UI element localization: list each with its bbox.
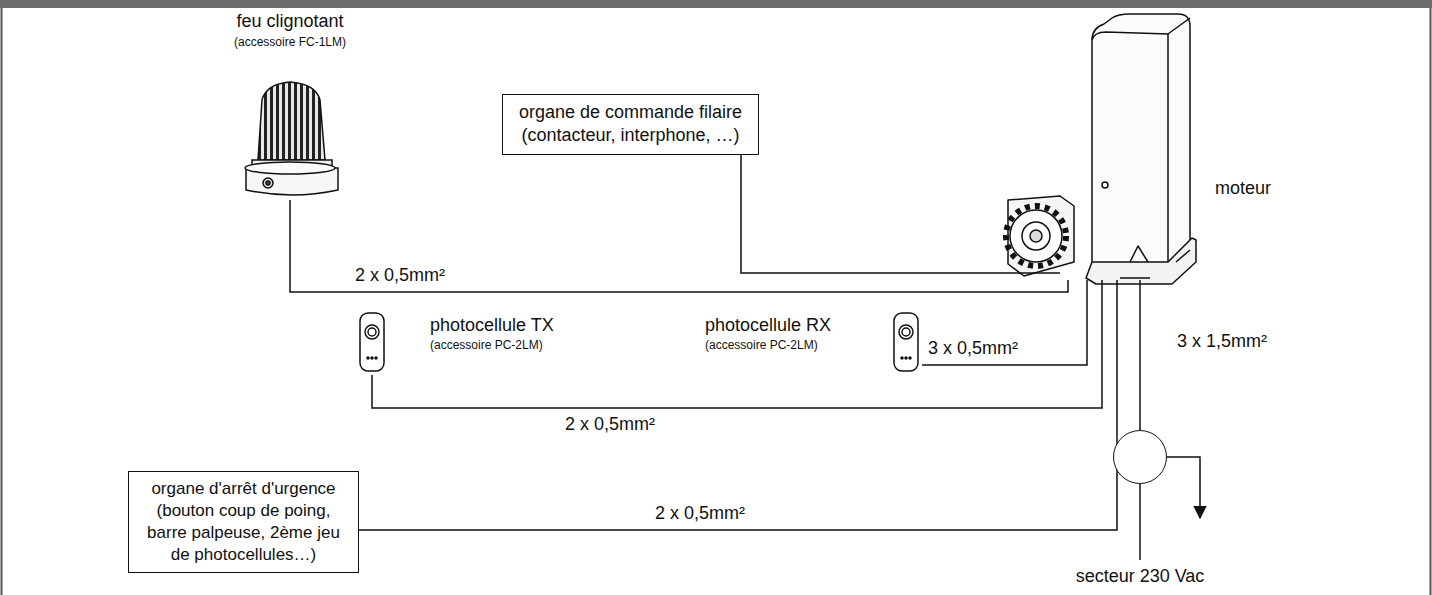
wire-gauge: 3 x 0,5mm² — [925, 338, 1021, 360]
wire-gauge: 2 x 0,5mm² — [562, 414, 658, 436]
frame-line — [1430, 8, 1432, 595]
wire-gauge: 2 x 0,5mm² — [652, 503, 748, 525]
node-label: organe d'arrêt d'urgence (bouton coup de… — [137, 478, 350, 566]
photocell-tx-figure — [360, 313, 384, 371]
photocell-rx-figure — [894, 313, 918, 371]
photocell-node: photocellule RX(accessoire PC-2LM) — [700, 310, 922, 375]
lamp-figure — [245, 82, 338, 195]
frame-line — [1, 8, 3, 595]
node-label: organe de commande filaire (contacteur, … — [511, 101, 750, 148]
lamp-node: feu clignotant (accessoire FC-1LM) — [215, 8, 365, 200]
wire — [922, 280, 1087, 365]
node-label: feu clignotant — [215, 10, 365, 33]
node-label: photocellule TX — [430, 314, 554, 337]
wire — [290, 200, 1068, 292]
node-label: photocellule RX — [705, 314, 831, 337]
node-sublabel: (accessoire PC-2LM) — [430, 338, 543, 354]
node-label: secteur 230 Vac — [1076, 565, 1205, 588]
mains-line — [1139, 484, 1141, 560]
node-sublabel: (accessoire FC-1LM) — [215, 35, 365, 51]
wire — [1139, 280, 1141, 430]
control-box: organe de commande filaire (contacteur, … — [502, 94, 759, 155]
node-sublabel: (accessoire PC-2LM) — [705, 338, 818, 354]
wire-gauge: 3 x 1,5mm² — [1174, 331, 1270, 353]
mains-circle: secteur 230 Vac — [1113, 430, 1167, 484]
wire-gauge: 2 x 0,5mm² — [352, 265, 448, 287]
mains-arrow — [1167, 457, 1200, 518]
wire — [372, 280, 1102, 408]
emergency-box: organe d'arrêt d'urgence (bouton coup de… — [128, 471, 359, 573]
node-label: moteur — [1215, 177, 1271, 200]
motor-node: moteur — [1060, 12, 1290, 280]
header-bar — [0, 0, 1432, 8]
motor-figure — [1006, 14, 1196, 284]
photocell-node: photocellule TX(accessoire PC-2LM) — [355, 310, 580, 375]
wire — [359, 280, 1117, 530]
wire — [741, 155, 1060, 273]
